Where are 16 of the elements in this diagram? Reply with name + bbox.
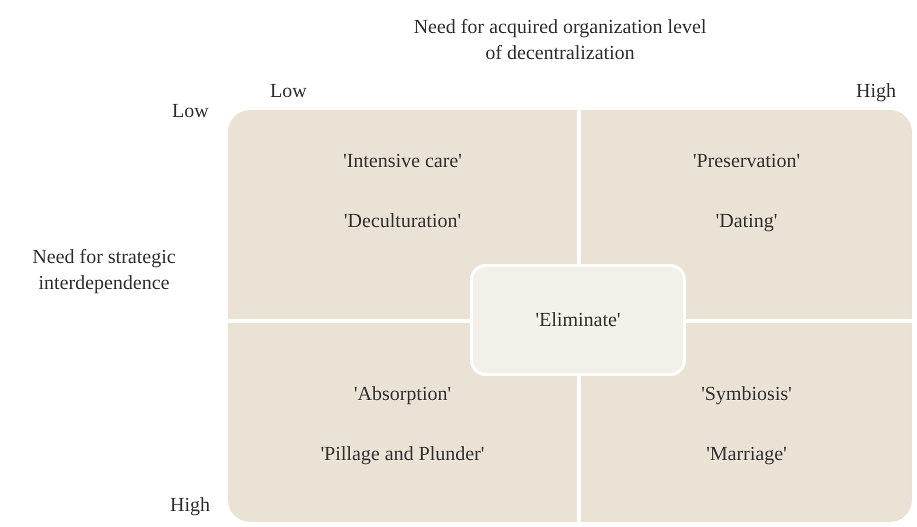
axis-tick-label: Low xyxy=(270,79,307,104)
center-box xyxy=(470,264,686,376)
quadrant-label: 'Symbiosis' xyxy=(701,383,792,405)
quadrant-label: 'Deculturation' xyxy=(344,210,462,232)
axis-tick-label: High xyxy=(856,79,896,104)
quadrant-label: 'Marriage' xyxy=(706,443,787,465)
axis-tick-label: Low xyxy=(172,99,209,124)
axis-title: Need for strategic interdependence xyxy=(31,245,177,296)
axis-title: Need for acquired organization level of decentralization xyxy=(412,15,708,66)
quadrant-label: 'Intensive care' xyxy=(343,150,462,172)
quadrant-label: 'Preservation' xyxy=(692,150,800,172)
quadrant-label: 'Pillage and Plunder' xyxy=(320,443,484,465)
center-label: 'Eliminate' xyxy=(536,308,620,332)
quadrant-label: 'Dating' xyxy=(716,210,778,232)
quadrant-label: 'Absorption' xyxy=(354,383,452,405)
axis-tick-label: High xyxy=(170,493,210,518)
